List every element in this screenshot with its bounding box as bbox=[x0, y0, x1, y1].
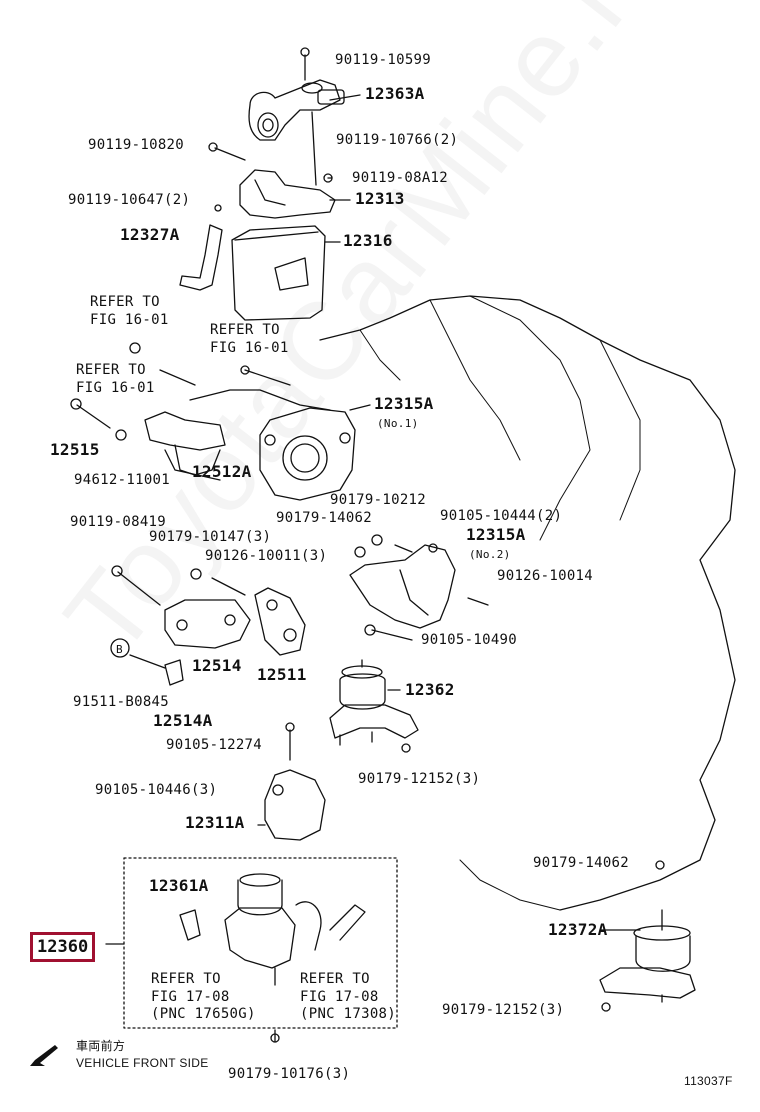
refer-label: REFER TO bbox=[90, 294, 160, 310]
mount-12363a bbox=[248, 79, 345, 141]
bracket-12313 bbox=[239, 169, 336, 219]
bracket-12315a-no1 bbox=[259, 407, 356, 501]
part-label: 12514 bbox=[192, 656, 242, 675]
mount-12361a bbox=[224, 873, 296, 986]
part-label: 12514A bbox=[153, 711, 213, 730]
part-label: 12327A bbox=[120, 225, 180, 244]
refer-label: FIG 17-08 bbox=[300, 989, 379, 1005]
part-label: 90179-10176(3) bbox=[228, 1066, 351, 1082]
part-label: 90119-08419 bbox=[70, 514, 167, 530]
part-label: 90105-10490 bbox=[421, 632, 518, 648]
part-label: 90119-10766(2) bbox=[336, 132, 459, 148]
bracket-12311a bbox=[264, 769, 326, 841]
cover-12316 bbox=[231, 225, 326, 321]
part-label: 90126-10011(3) bbox=[205, 548, 328, 564]
part-label: 90119-10820 bbox=[88, 137, 185, 153]
part-label: 90119-08A12 bbox=[352, 170, 449, 186]
callout-b: B bbox=[116, 643, 123, 656]
part-label: 90179-12152(3) bbox=[442, 1002, 565, 1018]
direction-label-en: VEHICLE FRONT SIDE bbox=[76, 1056, 209, 1070]
part-label: 94612-11001 bbox=[74, 472, 171, 488]
refer-label: REFER TO bbox=[151, 971, 221, 987]
direction-label-jp: 車両前方 bbox=[76, 1039, 126, 1053]
part-label: 12313 bbox=[355, 189, 405, 208]
highlighted-part-12360[interactable]: 12360 bbox=[30, 932, 96, 962]
part-label: 90105-10444(2) bbox=[440, 508, 563, 524]
front-direction-arrow bbox=[30, 1045, 58, 1066]
refer-label: REFER TO bbox=[76, 362, 146, 378]
part-label: 90126-10014 bbox=[497, 568, 594, 584]
bracket-12327a bbox=[179, 224, 223, 291]
part-label: 90179-12152(3) bbox=[358, 771, 481, 787]
part-label: 12315A bbox=[374, 394, 434, 413]
mount-12362 bbox=[329, 659, 419, 746]
transmission-outline bbox=[319, 295, 736, 911]
part-label: 12511 bbox=[257, 665, 307, 684]
refer-label: FIG 17-08 bbox=[151, 989, 230, 1005]
refer-label: (PNC 17650G) bbox=[151, 1006, 256, 1022]
part-label: 12361A bbox=[149, 876, 209, 895]
part-label: 12363A bbox=[365, 84, 425, 103]
part-label: 90105-10446(3) bbox=[95, 782, 218, 798]
figure-code: 113037F bbox=[684, 1074, 733, 1088]
bracket-12315a-no2 bbox=[349, 544, 456, 629]
part-label: 91511-B0845 bbox=[73, 694, 170, 710]
part-label: 90119-10599 bbox=[335, 52, 432, 68]
part-label: 12372A bbox=[548, 920, 608, 939]
part-label: 90179-14062 bbox=[533, 855, 630, 871]
part-label: 90119-10647(2) bbox=[68, 192, 191, 208]
part-label: 12316 bbox=[343, 231, 393, 250]
bracket-12511 bbox=[254, 587, 306, 656]
part-label: 90179-10212 bbox=[330, 492, 427, 508]
bracket-12514 bbox=[164, 599, 251, 649]
refer-label: FIG 16-01 bbox=[90, 312, 169, 328]
refer-label: FIG 16-01 bbox=[210, 340, 289, 356]
mount-12372a bbox=[599, 909, 696, 1003]
part-label: 90105-12274 bbox=[166, 737, 263, 753]
part-label: 12515 bbox=[50, 440, 100, 459]
refer-label: FIG 16-01 bbox=[76, 380, 155, 396]
part-label: 90179-14062 bbox=[276, 510, 373, 526]
part-label: 12362 bbox=[405, 680, 455, 699]
part-label: 12311A bbox=[185, 813, 245, 832]
assembly-box-12360 bbox=[123, 857, 398, 1029]
refer-label: REFER TO bbox=[300, 971, 370, 987]
part-label: (No.2) bbox=[469, 548, 511, 561]
part-label: 12315A bbox=[466, 525, 526, 544]
part-label: 90179-10147(3) bbox=[149, 529, 272, 545]
part-label: (No.1) bbox=[377, 417, 419, 430]
refer-label: REFER TO bbox=[210, 322, 280, 338]
bracket-12512a bbox=[144, 411, 226, 451]
part-label: 12512A bbox=[192, 462, 252, 481]
refer-label: (PNC 17308) bbox=[300, 1006, 397, 1022]
